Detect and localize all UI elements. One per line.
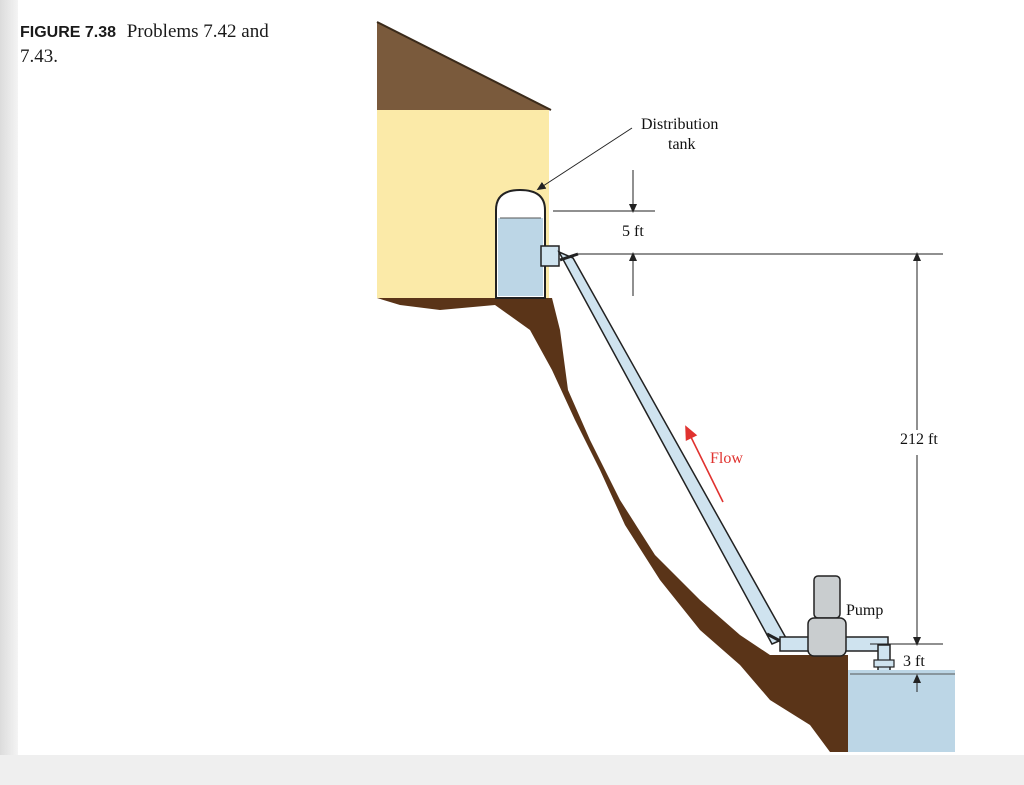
lake xyxy=(848,670,955,752)
distribution-tank-label-line1: Distribution xyxy=(641,116,718,133)
pump-housing xyxy=(807,617,847,657)
tank-label-leader xyxy=(536,127,633,191)
pump-motor xyxy=(813,575,841,619)
tank-water xyxy=(498,218,543,296)
distribution-tank xyxy=(495,188,560,299)
outlet-pipe-end xyxy=(873,659,895,668)
figure-caption: FIGURE 7.38 Problems 7.42 and 7.43. xyxy=(20,20,310,69)
figure-caption-text: Problems 7.42 and 7.43. xyxy=(20,21,269,67)
dim-label-5ft: 5 ft xyxy=(622,223,644,240)
lake-water xyxy=(848,670,955,752)
pump-label: Pump xyxy=(846,602,883,619)
pump xyxy=(807,575,847,657)
roof-edge xyxy=(376,21,552,111)
pipe-flange-top xyxy=(559,252,579,262)
dimension-lines xyxy=(553,170,943,692)
page-bottom-strip xyxy=(0,755,1024,785)
dim-label-3ft: 3 ft xyxy=(903,653,925,670)
hillside-soil xyxy=(377,298,848,752)
tank-outlet-fitting xyxy=(540,245,560,267)
flow-label: Flow xyxy=(710,450,743,467)
flow-arrow xyxy=(685,425,724,503)
figure-label: FIGURE 7.38 xyxy=(20,24,117,41)
dim-label-212ft: 212 ft xyxy=(900,431,938,448)
distribution-tank-label-line2: tank xyxy=(668,136,696,153)
page-edge-shadow xyxy=(0,0,18,785)
